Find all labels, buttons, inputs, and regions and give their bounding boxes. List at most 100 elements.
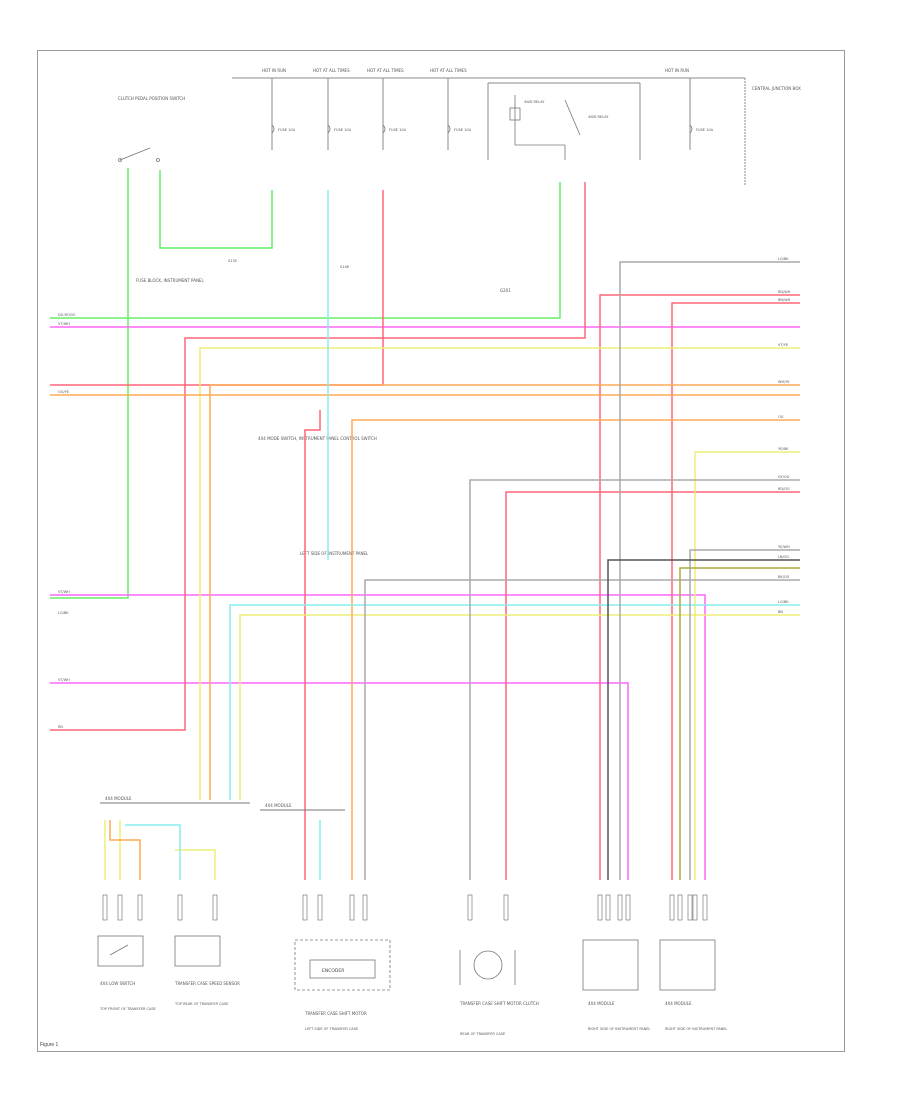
wire-cyan-3 (125, 824, 181, 880)
left-wire-label-6: VT/WH (58, 678, 70, 682)
left-wire-label-3: OG/YE (58, 390, 69, 394)
bus-bars (100, 802, 345, 811)
left-wire-label-5: LG/BK (58, 611, 69, 615)
splice-label-c: S135 (228, 259, 237, 263)
terminal-13 (605, 894, 611, 921)
comp5-sub-label: RIGHT SIDE OF INSTRUMENT PANEL (588, 1027, 650, 1031)
terminal-10 (467, 894, 473, 921)
comp1-sub-label: TOP FRONT OF TRANSFER CASE (99, 1007, 156, 1011)
right-bus-label: 4X4 MODULE (265, 803, 292, 808)
clutch-switch-symbol (118, 147, 160, 162)
comp2-sub-label: TOP REAR OF TRANSFER CASE (174, 1002, 228, 1006)
right-wire-label-9: RD/OG (778, 487, 790, 491)
terminal-14 (617, 894, 623, 921)
clutch-switch-label: CLUTCH PEDAL POSITION SWITCH (118, 96, 185, 101)
figure-id: Figure 1 (40, 1042, 59, 1048)
comp2-label: TRANSFER CASE SPEED SENSOR (174, 981, 240, 986)
terminal-18 (687, 894, 693, 921)
wire-dark-1 (607, 559, 800, 880)
wire-green-2 (159, 170, 273, 249)
hot-in-run-label-2: HOT IN RUN (665, 68, 689, 73)
splice-label-d: S146 (340, 265, 349, 269)
wire-green-1 (50, 168, 129, 599)
right-wire-label-3: BN/WH (778, 298, 791, 302)
wire-red-2 (50, 182, 586, 731)
terminal-3 (137, 894, 143, 921)
left-wire-label-7: RD (58, 725, 63, 729)
comp4-label: TRANSFER CASE SHIFT MOTOR CLUTCH (459, 1001, 539, 1006)
comp1-label: 4X4 LOW SWITCH (100, 981, 135, 986)
terminal-8 (349, 894, 355, 921)
middle-block-label: 4X4 MODE SWITCH, INSTRUMENT PANEL CONTRO… (258, 436, 377, 441)
wire-yellow-6 (175, 849, 216, 880)
terminal-9 (362, 894, 368, 921)
comp3-body-label: ENCODER (322, 968, 344, 974)
diagram-frame (37, 50, 845, 1052)
wire-orange-2 (351, 419, 800, 880)
left-wire-label-2: VT/WH (58, 322, 70, 326)
comp6-sub-label: RIGHT SIDE OF INSTRUMENT PANEL (665, 1027, 727, 1031)
wire-yellow-1 (199, 347, 800, 800)
wire-red-6 (304, 410, 321, 880)
fuse-label-1: FUSE 10A (278, 128, 296, 132)
central-junction-label: CENTRAL JUNCTION BOX (752, 86, 801, 91)
right-wire-label-6: OG (778, 415, 784, 419)
comp6-label: 4X4 MODULE (665, 1001, 692, 1006)
comp5-symbol (582, 939, 639, 991)
right-wire-label-1: LG/BK (778, 257, 789, 261)
fuse-label-4: FUSE 10A (454, 128, 472, 132)
fuse-label-5: FUSE 10A (696, 128, 714, 132)
wire-magenta-3 (50, 682, 629, 880)
terminal-1 (102, 894, 108, 921)
right-wire-label-12: BK/OG (778, 575, 790, 579)
wire-red-3 (599, 294, 800, 880)
ground-label: G201 (500, 288, 511, 293)
under-dash-note: FUSE BLOCK, INSTRUMENT PANEL (136, 278, 204, 283)
wire-gray-2 (469, 479, 800, 880)
wire-yellow-2 (694, 451, 800, 880)
right-wire-label-14: BN (778, 610, 783, 614)
comp1-symbol (97, 935, 144, 967)
terminal-2 (117, 894, 123, 921)
wire-green-3 (50, 182, 561, 319)
comp2-symbol (174, 935, 221, 967)
right-wire-label-11: LB/OG (778, 555, 789, 559)
fuse-label-2: FUSE 10A (334, 128, 352, 132)
connector-terminals (102, 894, 708, 921)
fuse-label-3: FUSE 10A (389, 128, 407, 132)
comp3-label: TRANSFER CASE SHIFT MOTOR (304, 1011, 367, 1016)
terminal-6 (302, 894, 308, 921)
right-wire-label-7: YE/BK (778, 447, 789, 451)
comp5-label: 4X4 MODULE (588, 1001, 615, 1006)
wire-orange-4 (109, 820, 141, 880)
terminal-16 (669, 894, 675, 921)
wire-red-1 (50, 190, 384, 386)
hot-at-all-times-label-3: HOT AT ALL TIMES (430, 68, 467, 73)
relay-switch-label: 4WD RELAY (588, 115, 609, 119)
wire-orange-3 (209, 384, 800, 800)
terminal-17 (677, 894, 683, 921)
fuse-symbols (271, 124, 693, 134)
left-wire-label-4: VT/WH (58, 590, 70, 594)
terminal-20 (702, 894, 708, 921)
right-wire-label-10: YE/WH (778, 545, 790, 549)
terminal-19 (692, 894, 698, 921)
middle-block-sub-label: LEFT SIDE OF INSTRUMENT PANEL (300, 551, 369, 556)
relay-coil-label: 4WD RELAY (524, 100, 545, 104)
terminal-12 (597, 894, 603, 921)
wire-yellow-3 (239, 614, 800, 800)
right-wire-label-13: LG/BK (778, 600, 789, 604)
wire-group (50, 168, 800, 880)
wire-olive-1 (679, 567, 800, 880)
wire-gray-1 (619, 261, 800, 880)
terminal-15 (625, 894, 631, 921)
wire-red-4 (671, 302, 800, 880)
comp4-sub-label: REAR OF TRANSFER CASE (460, 1032, 505, 1036)
comp3-sub-label: LEFT SIDE OF TRANSFER CASE (305, 1027, 358, 1031)
wire-gray-4 (689, 549, 800, 880)
terminal-11 (503, 894, 509, 921)
hot-at-all-times-label-2: HOT AT ALL TIMES (367, 68, 404, 73)
hot-at-all-times-label-1: HOT AT ALL TIMES (313, 68, 350, 73)
wire-cyan-1 (229, 604, 800, 800)
right-wire-label-5: WH/YE (778, 380, 790, 384)
